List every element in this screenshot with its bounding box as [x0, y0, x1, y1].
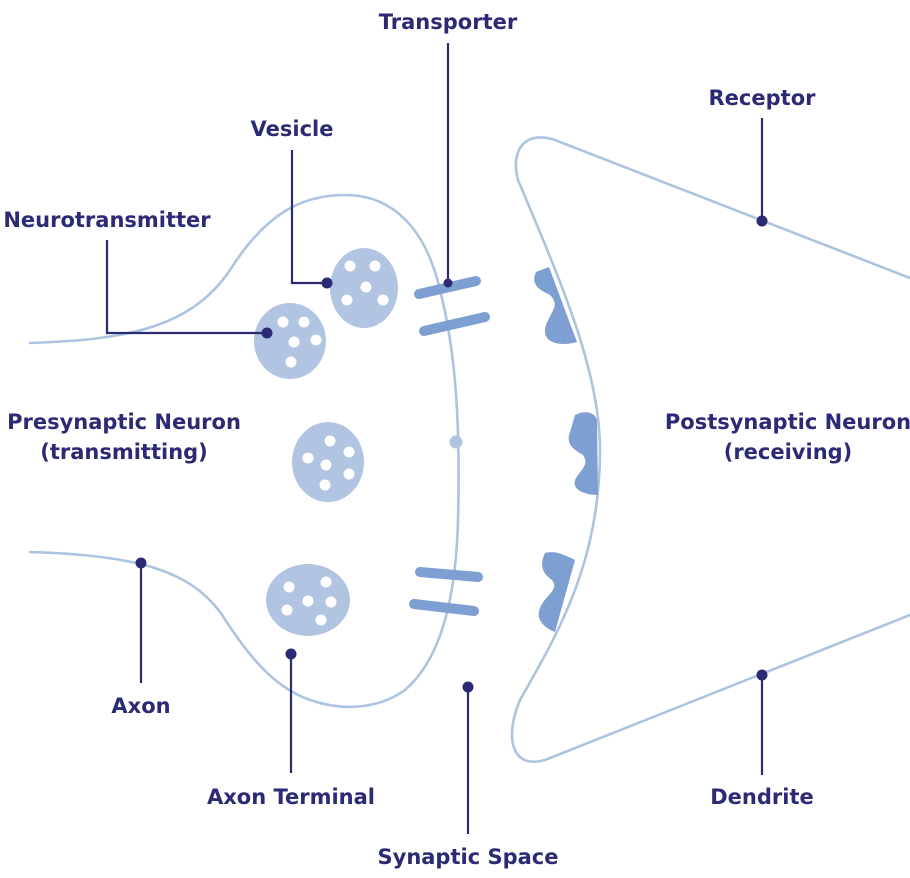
leader-receptor [757, 118, 768, 227]
receptor-top [534, 267, 577, 344]
vesicle-middle [292, 422, 364, 502]
label-dendrite: Dendrite [710, 785, 814, 809]
transporter-top [419, 281, 485, 331]
label-presynaptic-title: Presynaptic Neuron [7, 410, 241, 434]
leader-dendrite [757, 670, 768, 776]
label-axon-terminal: Axon Terminal [207, 785, 375, 809]
receptor-bottom [539, 552, 575, 632]
leader-axon [136, 558, 147, 684]
leader-axon-terminal [286, 649, 297, 774]
leader-vesicle [292, 150, 333, 289]
label-postsynaptic-subtitle: (receiving) [724, 440, 853, 464]
label-postsynaptic-title: Postsynaptic Neuron [665, 410, 910, 434]
vesicle-top [330, 248, 398, 328]
label-axon: Axon [111, 694, 170, 718]
label-presynaptic-subtitle: (transmitting) [40, 440, 208, 464]
label-transporter: Transporter [379, 10, 518, 34]
membrane-particle [450, 436, 463, 449]
vesicle-bottom [266, 564, 350, 636]
label-vesicle: Vesicle [251, 117, 334, 141]
leader-neurotransmitter [107, 240, 273, 339]
label-receptor: Receptor [709, 86, 817, 110]
label-synaptic-space: Synaptic Space [378, 845, 559, 869]
leader-transporter [444, 43, 453, 288]
leader-synaptic-space [463, 682, 474, 835]
receptor-middle [569, 412, 598, 495]
label-neurotransmitter: Neurotransmitter [3, 208, 211, 232]
transporter-bottom [414, 572, 478, 611]
vesicle-upper-left [254, 303, 326, 379]
